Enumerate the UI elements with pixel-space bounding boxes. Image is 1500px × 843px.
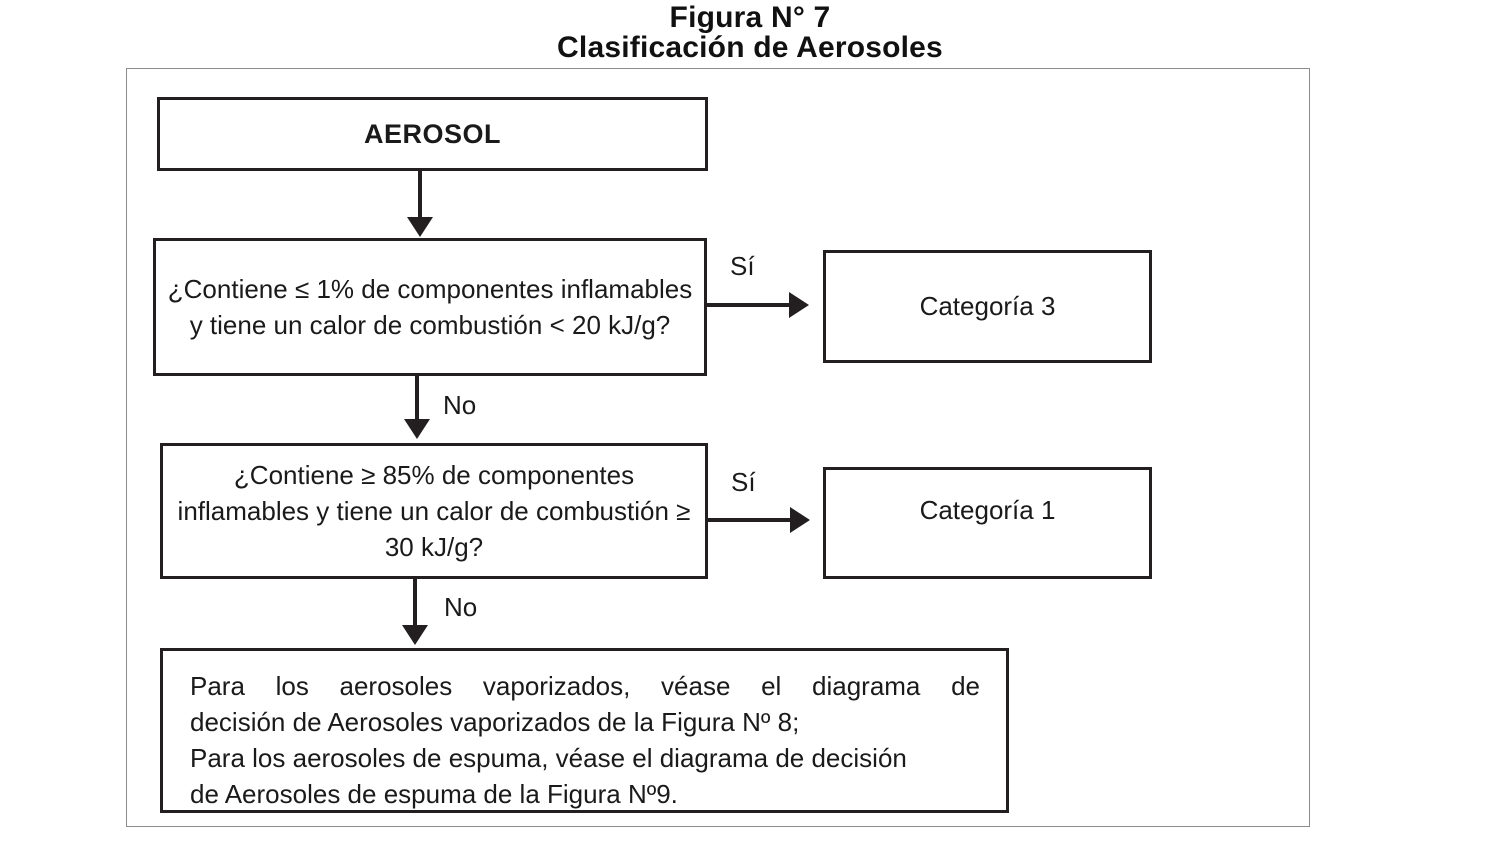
edge-label-question-1-yes: Sí <box>730 251 755 281</box>
arrow-right-icon <box>789 292 809 318</box>
figure-title-line-2: Clasificación de Aerosoles <box>557 31 943 64</box>
connector-question-1-to-categoria-3 <box>707 303 793 307</box>
node-question-1: ¿Contiene ≤ 1% de componentes inflamable… <box>153 238 707 376</box>
connector-question-2-to-categoria-1 <box>708 518 794 522</box>
arrow-down-icon <box>407 217 433 237</box>
figure-title-line-1: Figura N° 7 <box>669 1 831 34</box>
node-question-2-label: ¿Contiene ≥ 85% de componentes inflamabl… <box>177 460 691 562</box>
arrow-right-icon <box>790 507 810 533</box>
connector-question-1-to-question-2 <box>415 376 419 425</box>
figure-border <box>126 68 1310 827</box>
connector-aerosol-to-question-1 <box>418 171 422 223</box>
node-categoria-3: Categoría 3 <box>823 250 1152 363</box>
arrow-down-icon <box>402 625 428 645</box>
note-line-4: de Aerosoles de espuma de la Figura Nº9. <box>190 779 678 809</box>
node-aerosol-label: AEROSOL <box>363 119 501 149</box>
note-line-3: Para los aerosoles de espuma, véase el d… <box>190 743 907 773</box>
arrow-down-icon <box>404 419 430 439</box>
node-categoria-1: Categoría 1 <box>823 467 1152 579</box>
edge-label-question-2-no: No <box>444 592 478 622</box>
note-line-2: decisión de Aerosoles vaporizados de la … <box>190 707 800 737</box>
node-question-1-label: ¿Contiene ≤ 1% de componentes inflamable… <box>167 274 693 340</box>
node-aerosol: AEROSOL <box>157 97 708 171</box>
node-question-2: ¿Contiene ≥ 85% de componentes inflamabl… <box>160 443 708 579</box>
edge-label-question-1-no: No <box>443 390 477 420</box>
note-line-1: Para los aerosoles vaporizados, véase el… <box>190 671 980 701</box>
node-note: Para los aerosoles vaporizados, véase el… <box>160 648 1009 813</box>
node-categoria-3-label: Categoría 3 <box>919 290 1056 321</box>
edge-label-question-2-yes: Sí <box>731 467 756 497</box>
node-categoria-1-label: Categoría 1 <box>919 495 1056 525</box>
connector-question-2-to-note <box>413 579 417 631</box>
